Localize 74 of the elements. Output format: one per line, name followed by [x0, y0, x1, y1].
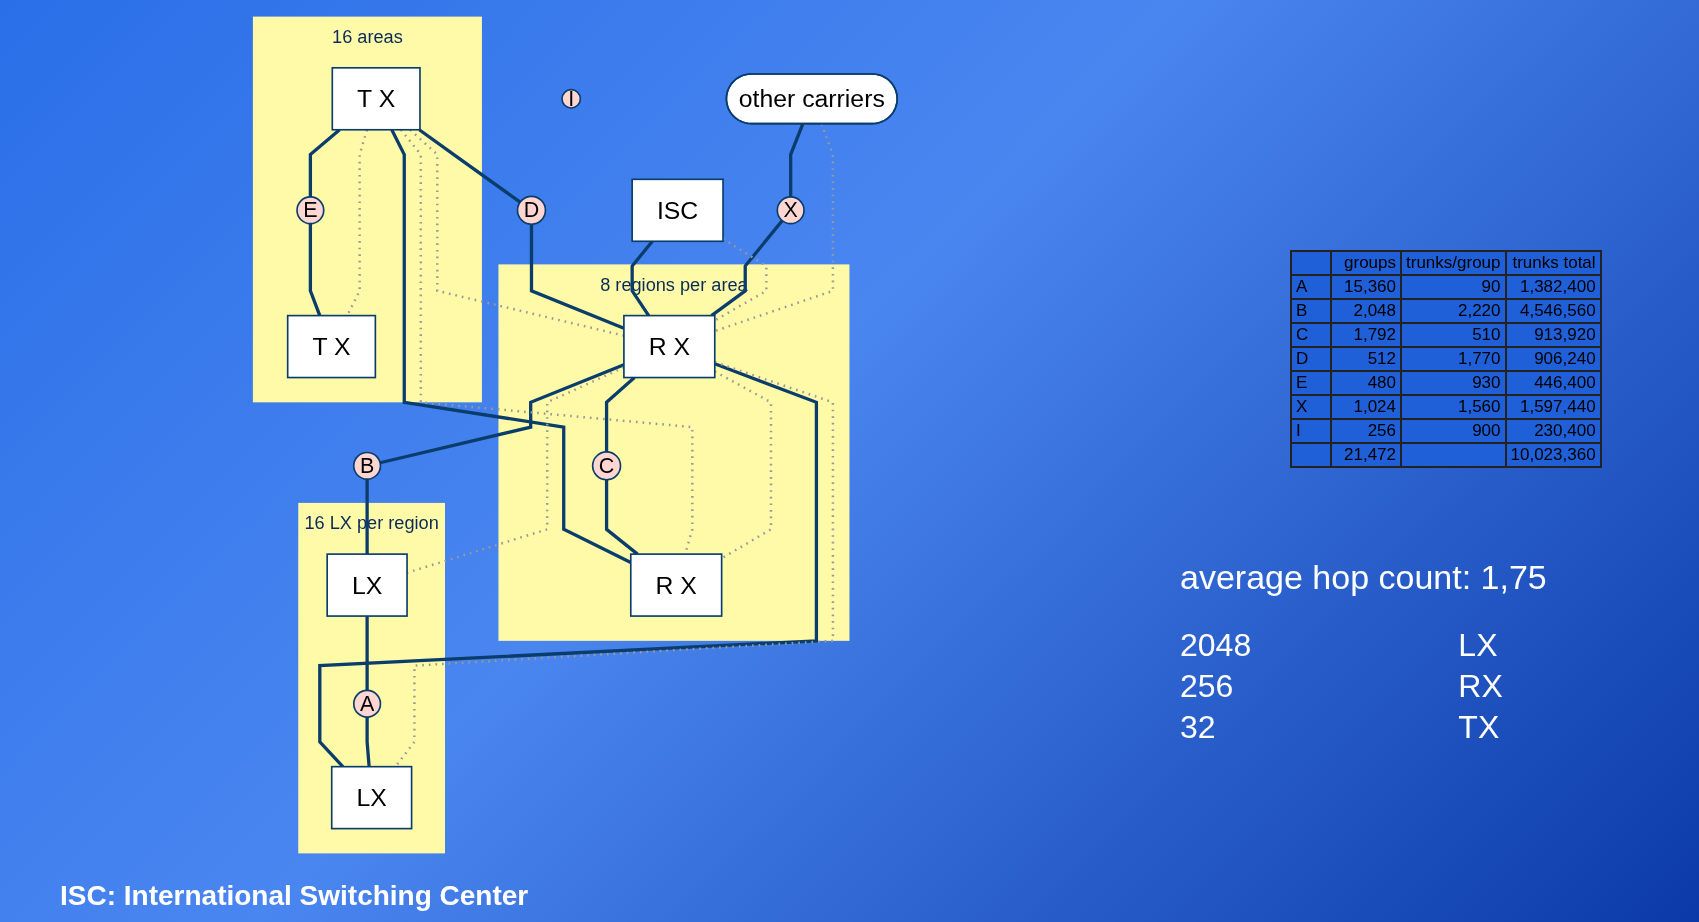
table-cell-text: 1,770 — [1401, 347, 1506, 371]
cluster — [298, 502, 445, 854]
count-label: LX — [1458, 627, 1499, 664]
table-cell-text: 1,382,400 — [1505, 275, 1601, 299]
cluster — [498, 264, 850, 641]
node-circle: X — [776, 196, 805, 225]
node-circle: A — [352, 689, 382, 718]
connector — [710, 219, 784, 317]
connector — [604, 479, 639, 556]
connector — [365, 717, 371, 767]
connector — [630, 240, 654, 317]
table-cell-text: D — [1291, 347, 1331, 371]
table-cell-text: 15,360 — [1331, 275, 1401, 299]
table-cell-text: 2,220 — [1401, 299, 1506, 323]
node-box: R X — [623, 314, 716, 379]
table-cell-text: E — [1291, 371, 1331, 395]
connector — [714, 370, 773, 560]
table-cell-text: I — [1291, 419, 1331, 443]
count-label: 2048 — [1180, 627, 1253, 664]
table-cell-text: 512 — [1331, 347, 1401, 371]
table-cell-text: groups — [1331, 251, 1401, 275]
table-cell-text: 913,920 — [1505, 323, 1601, 347]
table-cell-text: 1,792 — [1331, 323, 1401, 347]
table-cell-text: 906,240 — [1505, 347, 1601, 371]
count-label: RX — [1458, 668, 1504, 705]
node-label: 16 areas — [332, 26, 403, 48]
table-cell-text: 1,560 — [1401, 395, 1506, 419]
table-cell-text: trunks total — [1505, 251, 1601, 275]
connector — [308, 223, 322, 317]
table-cell-text: B — [1291, 299, 1331, 323]
table-cell-text: 930 — [1401, 371, 1506, 395]
node-box: ISC — [631, 178, 724, 243]
table-cell-text: 90 — [1401, 275, 1506, 299]
connector — [418, 128, 522, 204]
count-label: 32 — [1180, 709, 1217, 746]
node-box: T X — [331, 67, 421, 131]
table-cell-text: X — [1291, 395, 1331, 419]
table-cell-text: 256 — [1331, 419, 1401, 443]
connector — [604, 376, 636, 452]
table-cell-text: 510 — [1401, 323, 1506, 347]
table-cell-text: 230,400 — [1505, 419, 1601, 443]
caption: ISC: International Switching Center — [60, 880, 529, 912]
node-circle: B — [352, 451, 382, 480]
table-cell-text: 21,472 — [1331, 443, 1401, 467]
count-label: TX — [1458, 709, 1501, 746]
table-cell-text: 446,400 — [1505, 371, 1601, 395]
node-circle: C — [591, 451, 622, 481]
node-box: LX — [330, 765, 413, 830]
table-cell-text: A — [1291, 275, 1331, 299]
node-circle: I — [561, 88, 582, 109]
node-circle: D — [516, 195, 547, 226]
count-label: 256 — [1180, 668, 1235, 705]
node-box: R X — [629, 553, 723, 617]
connector — [318, 362, 819, 768]
table-cell-text: 1,024 — [1331, 395, 1401, 419]
node-box: T X — [286, 314, 377, 379]
table-cell-text: 10,023,360 — [1505, 443, 1601, 467]
node-circle: E — [296, 196, 325, 225]
table-cell-text: 2,048 — [1331, 299, 1401, 323]
connector — [789, 123, 805, 197]
table-cell-text: trunks/group — [1401, 251, 1506, 275]
hop-count-note: average hop count: 1,75 — [1180, 558, 1548, 597]
table-cell-text: 1,597,440 — [1505, 395, 1601, 419]
node-box: LX — [326, 553, 408, 617]
table-cell-text: 480 — [1331, 371, 1401, 395]
connector — [714, 123, 835, 333]
connector — [308, 128, 341, 197]
table-cell-text: C — [1291, 323, 1331, 347]
connector — [394, 360, 835, 768]
table-cell-text: 4,546,560 — [1505, 299, 1601, 323]
table-cell-text: 900 — [1401, 419, 1506, 443]
connector — [365, 479, 369, 555]
connector — [365, 616, 369, 691]
cluster — [252, 16, 482, 403]
